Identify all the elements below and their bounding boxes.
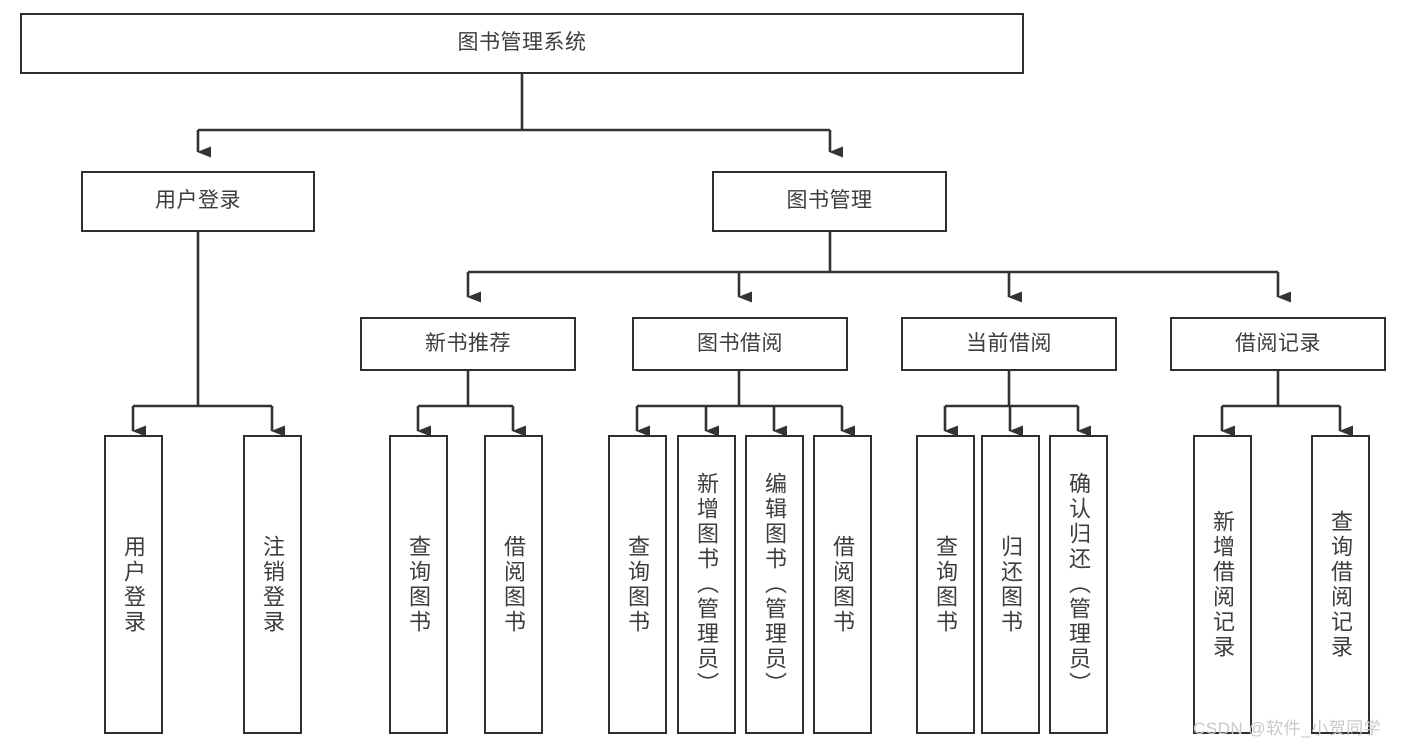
node-label: 编辑图书（管理员） xyxy=(762,472,788,697)
node-new-book-recommend[interactable]: 新书推荐 xyxy=(360,317,576,371)
leaf-borrow-query-book[interactable]: 查询图书 xyxy=(608,435,667,734)
node-label: 图书管理 xyxy=(786,189,873,213)
leaf-user-login-signin[interactable]: 用户登录 xyxy=(104,435,163,734)
node-label: 新增图书（管理员） xyxy=(694,472,720,697)
leaf-recommend-query-book[interactable]: 查询图书 xyxy=(389,435,448,734)
node-current-borrow[interactable]: 当前借阅 xyxy=(901,317,1117,371)
leaf-current-query-book[interactable]: 查询图书 xyxy=(916,435,975,734)
leaf-borrow-edit-book[interactable]: 编辑图书（管理员） xyxy=(745,435,804,734)
node-label: 注销登录 xyxy=(260,534,286,635)
node-book-borrow[interactable]: 图书借阅 xyxy=(632,317,848,371)
node-borrow-record[interactable]: 借阅记录 xyxy=(1170,317,1386,371)
leaf-current-return-book[interactable]: 归还图书 xyxy=(981,435,1040,734)
node-label: 新书推荐 xyxy=(425,331,511,355)
node-label: 用户登录 xyxy=(121,534,147,635)
node-label: 查询图书 xyxy=(625,534,651,635)
node-label: 查询图书 xyxy=(933,534,959,635)
node-label: 图书管理系统 xyxy=(457,31,587,55)
leaf-borrow-borrow-book[interactable]: 借阅图书 xyxy=(813,435,872,734)
node-label: 借阅图书 xyxy=(501,534,527,635)
node-book-management[interactable]: 图书管理 xyxy=(712,171,947,232)
node-label: 新增借阅记录 xyxy=(1210,509,1236,660)
node-label: 借阅记录 xyxy=(1235,331,1321,355)
leaf-recommend-borrow-book[interactable]: 借阅图书 xyxy=(484,435,543,734)
node-label: 借阅图书 xyxy=(830,534,856,635)
node-label: 确认归还（管理员） xyxy=(1066,472,1092,697)
node-user-login[interactable]: 用户登录 xyxy=(81,171,315,232)
leaf-borrow-add-book[interactable]: 新增图书（管理员） xyxy=(677,435,736,734)
leaf-record-add-record[interactable]: 新增借阅记录 xyxy=(1193,435,1252,734)
node-label: 归还图书 xyxy=(998,534,1024,635)
node-label: 查询借阅记录 xyxy=(1328,509,1354,660)
node-label: 查询图书 xyxy=(406,534,432,635)
node-label: 用户登录 xyxy=(155,189,241,213)
node-label: 图书借阅 xyxy=(697,331,783,355)
leaf-record-query-record[interactable]: 查询借阅记录 xyxy=(1311,435,1370,734)
leaf-current-confirm-return[interactable]: 确认归还（管理员） xyxy=(1049,435,1108,734)
node-label: 当前借阅 xyxy=(966,331,1052,355)
leaf-user-login-signout[interactable]: 注销登录 xyxy=(243,435,302,734)
node-root-system[interactable]: 图书管理系统 xyxy=(20,13,1024,74)
